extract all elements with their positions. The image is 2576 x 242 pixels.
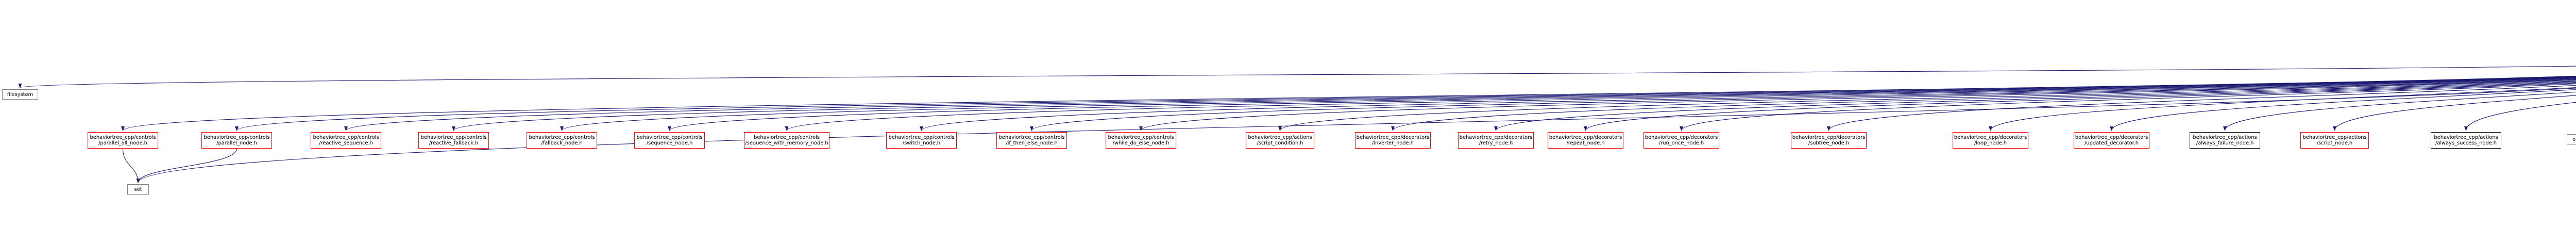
graph-edge-bt_factory-to-always_failure: [2223, 91, 2576, 131]
graph-edge-bt_factory-to-repeat_node: [1584, 83, 2576, 131]
graph-edge-bt_factory-to-run_once_node: [1680, 83, 2576, 131]
graph-edge-bt_factory-to-parallel_all: [121, 75, 2576, 131]
graph-edge-bt_factory-to-if_then_else: [1030, 79, 2576, 131]
graph-node-always_success[interactable]: behaviortree_cpp/actions/always_success_…: [2431, 132, 2501, 149]
graph-edge-bt_factory-to-script_condition: [1278, 80, 2576, 131]
graph-edge-bt_factory-to-fallback_node: [560, 77, 2576, 131]
graph-edge-bt_factory-to-switch_node: [920, 78, 2576, 131]
graph-node-fallback_node[interactable]: behaviortree_cpp/controls/fallback_node.…: [527, 132, 597, 149]
graph-edge-bt_factory-to-updated_decorator: [2110, 89, 2576, 131]
graph-node-parallel_all[interactable]: behaviortree_cpp/controls/parallel_all_n…: [88, 132, 158, 149]
graph-edge-bt_factory-to-set: [136, 88, 2576, 183]
graph-node-switch_node[interactable]: behaviortree_cpp/controls/switch_node.h: [886, 132, 957, 149]
graph-edge-bt_factory-to-script_node: [2333, 95, 2576, 131]
graph-node-filesystem[interactable]: filesystem: [2, 89, 38, 100]
graph-node-retry_node[interactable]: behaviortree_cpp/decorators/retry_node.h: [1458, 132, 1534, 149]
graph-edge-bt_factory-to-sequence_node: [668, 77, 2576, 131]
graph-edge-parallel_node-to-set: [136, 148, 238, 183]
graph-node-reactive_sequence[interactable]: behaviortree_cpp/controls/reactive_seque…: [311, 132, 381, 149]
graph-node-parallel_node[interactable]: behaviortree_cpp/controls/parallel_node.…: [201, 132, 272, 149]
graph-edge-bt_factory-to-filesystem: [19, 66, 2576, 88]
graph-node-script_condition[interactable]: behaviortree_cpp/actions/script_conditio…: [1246, 132, 1314, 149]
graph-node-while_do_else[interactable]: behaviortree_cpp/controls/while_do_else_…: [1106, 132, 1176, 149]
graph-edge-bt_factory-to-reactive_fallback: [452, 76, 2576, 131]
graph-node-loop_node[interactable]: behaviortree_cpp/decorators/loop_node.h: [1953, 132, 2028, 149]
graph-edge-bt_factory-to-inverter_node: [1391, 81, 2576, 131]
graph-edge-bt_factory-to-loop_node: [1989, 87, 2576, 131]
graph-node-sequence_with_memory[interactable]: behaviortree_cpp/controls/sequence_with_…: [744, 132, 829, 149]
graph-edge-bt_factory-to-retry_node: [1494, 82, 2576, 131]
graph-node-subtree_node[interactable]: behaviortree_cpp/decorators/subtree_node…: [1791, 132, 1867, 149]
graph-edge-bt_factory-to-always_success: [2464, 102, 2576, 131]
graph-edge-bt_factory-to-subtree_node: [1827, 85, 2576, 131]
graph-node-repeat_node[interactable]: behaviortree_cpp/decorators/repeat_node.…: [1548, 132, 1623, 149]
graph-node-optional[interactable]: optional: [2567, 134, 2576, 144]
graph-node-sequence_node[interactable]: behaviortree_cpp/controls/sequence_node.…: [634, 132, 705, 149]
graph-node-updated_decorator[interactable]: behaviortree_cpp/decorators/updated_deco…: [2074, 132, 2149, 149]
graph-node-if_then_else[interactable]: behaviortree_cpp/controls/if_then_else_n…: [996, 132, 1067, 149]
graph-node-set[interactable]: set: [127, 184, 149, 195]
graph-node-run_once_node[interactable]: behaviortree_cpp/decorators/run_once_nod…: [1643, 132, 1719, 149]
graph-edge-bt_factory-to-parallel_node: [235, 76, 2576, 131]
graph-edge-parallel_all-to-set: [122, 148, 140, 183]
graph-node-reactive_fallback[interactable]: behaviortree_cpp/controls/reactive_fallb…: [418, 132, 489, 149]
graph-node-script_node[interactable]: behaviortree_cpp/actions/script_node.h: [2300, 132, 2369, 149]
graph-edge-bt_factory-to-reactive_sequence: [344, 76, 2576, 131]
graph-edge-bt_factory-to-sequence_with_memory: [785, 78, 2576, 131]
graph-node-inverter_node[interactable]: behaviortree_cpp/decorators/inverter_nod…: [1355, 132, 1431, 149]
graph-node-always_failure[interactable]: behaviortree_cpp/actions/always_failure_…: [2190, 132, 2260, 149]
graph-edge-bt_factory-to-while_do_else: [1139, 79, 2576, 131]
